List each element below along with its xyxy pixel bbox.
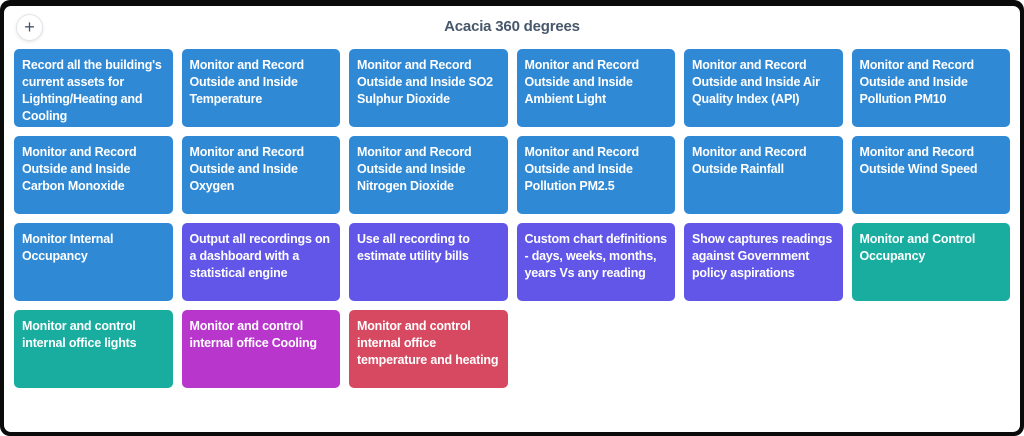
card-control-office-heating[interactable]: Monitor and control internal office temp… <box>349 310 508 388</box>
card-dashboard-statistical-engine[interactable]: Output all recordings on a dashboard wit… <box>181 223 340 301</box>
card-carbon-monoxide[interactable]: Monitor and Record Outside and Inside Ca… <box>14 136 173 214</box>
card-so2-sulphur-dioxide[interactable]: Monitor and Record Outside and Inside SO… <box>349 49 508 127</box>
card-monitor-control-occupancy[interactable]: Monitor and Control Occupancy <box>851 223 1010 301</box>
card-ambient-light[interactable]: Monitor and Record Outside and Inside Am… <box>516 49 675 127</box>
card-monitor-internal-occupancy[interactable]: Monitor Internal Occupancy <box>14 223 173 301</box>
add-card-button[interactable]: + <box>16 14 43 41</box>
card-oxygen[interactable]: Monitor and Record Outside and Inside Ox… <box>181 136 340 214</box>
card-pollution-pm10[interactable]: Monitor and Record Outside and Inside Po… <box>851 49 1010 127</box>
board-panel: + Acacia 360 degrees Record all the buil… <box>4 6 1020 432</box>
card-air-quality-index[interactable]: Monitor and Record Outside and Inside Ai… <box>684 49 843 127</box>
card-outside-wind-speed[interactable]: Monitor and Record Outside Wind Speed <box>851 136 1010 214</box>
card-nitrogen-dioxide[interactable]: Monitor and Record Outside and Inside Ni… <box>349 136 508 214</box>
card-grid: Record all the building's current assets… <box>14 49 1010 388</box>
card-control-office-cooling[interactable]: Monitor and control internal office Cool… <box>181 310 340 388</box>
card-temperature[interactable]: Monitor and Record Outside and Inside Te… <box>181 49 340 127</box>
board-title: Acacia 360 degrees <box>444 18 580 35</box>
card-custom-chart-definitions[interactable]: Custom chart definitions - days, weeks, … <box>516 223 675 301</box>
card-control-office-lights[interactable]: Monitor and control internal office ligh… <box>14 310 173 388</box>
card-outside-rainfall[interactable]: Monitor and Record Outside Rainfall <box>684 136 843 214</box>
board-header: + Acacia 360 degrees <box>4 6 1020 49</box>
card-pollution-pm25[interactable]: Monitor and Record Outside and Inside Po… <box>516 136 675 214</box>
card-record-building-assets[interactable]: Record all the building's current assets… <box>14 49 173 127</box>
card-estimate-utility-bills[interactable]: Use all recording to estimate utility bi… <box>349 223 508 301</box>
card-government-policy-readings[interactable]: Show captures readings against Governmen… <box>684 223 843 301</box>
